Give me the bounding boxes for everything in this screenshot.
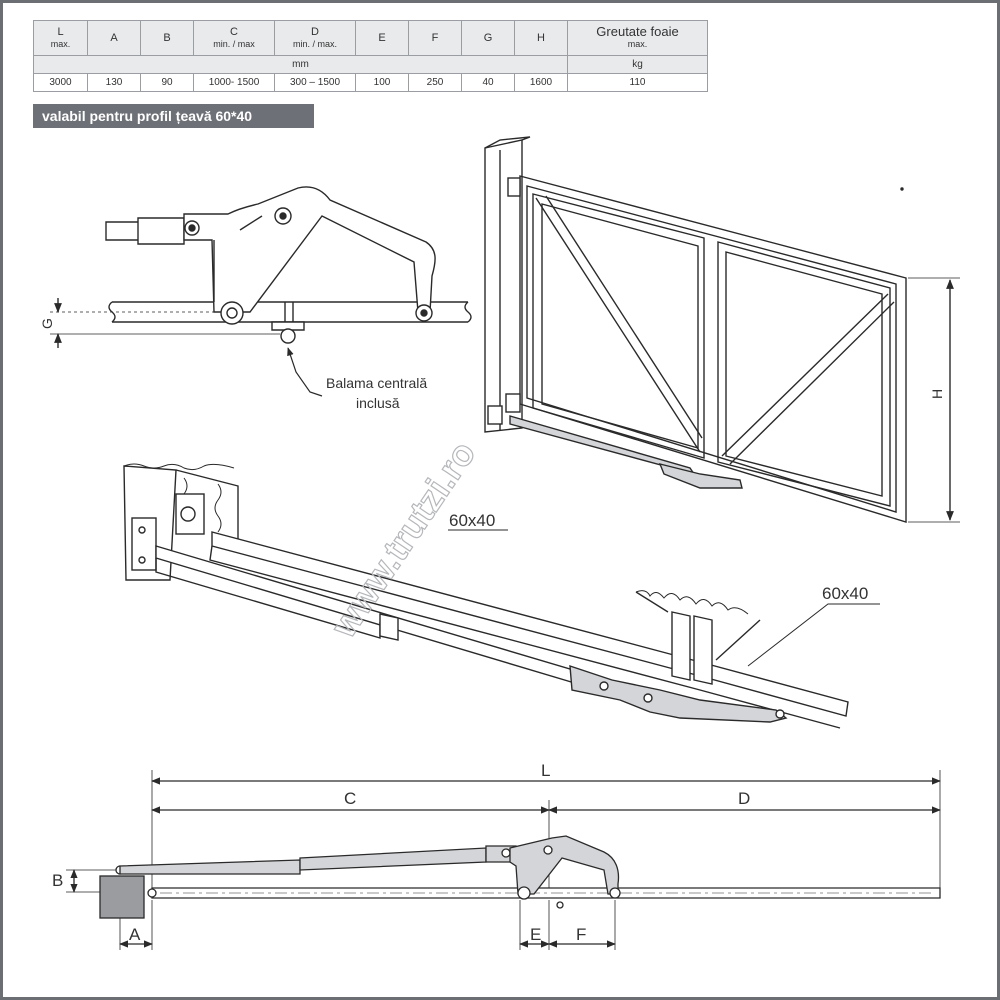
value-a: 130 xyxy=(87,73,141,92)
bottom-profile xyxy=(211,531,849,717)
pivot-main xyxy=(220,301,244,325)
profile-banner: valabil pentru profil țeavă 60*40 xyxy=(33,104,314,128)
value-f: 250 xyxy=(408,73,462,92)
pivot-rod xyxy=(184,220,200,236)
label-hinge-1: Balama centrală xyxy=(326,375,427,391)
unit-kg: kg xyxy=(567,55,708,74)
col-f-header: F xyxy=(408,20,462,56)
label-profile-1: 60x40 xyxy=(449,511,495,530)
watermark: www.trutzi.ro xyxy=(322,434,483,646)
value-h: 1600 xyxy=(514,73,568,92)
unit-mm: mm xyxy=(33,55,568,74)
label-dim-a: A xyxy=(129,925,141,944)
col-e-header: E xyxy=(355,20,409,56)
value-d: 300 – 1500 xyxy=(274,73,356,92)
value-g: 40 xyxy=(461,73,515,92)
label-hinge-2: inclusă xyxy=(356,395,400,411)
installation-perspective xyxy=(123,463,880,729)
label-dim-b: B xyxy=(52,871,63,890)
pivot-top xyxy=(274,207,292,225)
gate-perspective xyxy=(484,136,960,523)
motor-body xyxy=(99,875,145,919)
label-dim-d: D xyxy=(738,789,750,808)
spec-unit-row: mm kg xyxy=(33,55,708,74)
post-hinge-bottom xyxy=(505,393,521,413)
label-g: G xyxy=(39,318,55,329)
label-dim-f: F xyxy=(576,925,586,944)
value-weight: 110 xyxy=(567,73,708,92)
gate-post xyxy=(484,139,523,433)
lever-arm xyxy=(183,186,436,313)
value-e: 100 xyxy=(355,73,409,92)
dimension-view xyxy=(66,770,941,950)
value-l: 3000 xyxy=(33,73,88,92)
arm-head xyxy=(569,665,788,723)
hinge-detail xyxy=(50,186,472,397)
actuator-rod xyxy=(299,847,487,871)
gate-frame xyxy=(519,175,907,523)
col-a-header: A xyxy=(87,20,141,56)
col-b-header: B xyxy=(140,20,194,56)
central-hinge xyxy=(271,321,305,331)
label-dim-e: E xyxy=(530,925,541,944)
post-hinge-top xyxy=(507,177,521,197)
label-profile-2: 60x40 xyxy=(822,584,868,603)
value-b: 90 xyxy=(140,73,194,92)
lever xyxy=(509,835,620,895)
value-c: 1000- 1500 xyxy=(193,73,275,92)
col-g-header: G xyxy=(461,20,515,56)
wall-bracket xyxy=(131,517,157,571)
label-h: H xyxy=(929,389,945,399)
spec-value-row: 3000 130 90 1000- 1500 300 – 1500 100 25… xyxy=(33,73,708,92)
label-dim-l: L xyxy=(541,761,550,780)
actuator-tube xyxy=(119,859,301,875)
label-dim-c: C xyxy=(344,789,356,808)
